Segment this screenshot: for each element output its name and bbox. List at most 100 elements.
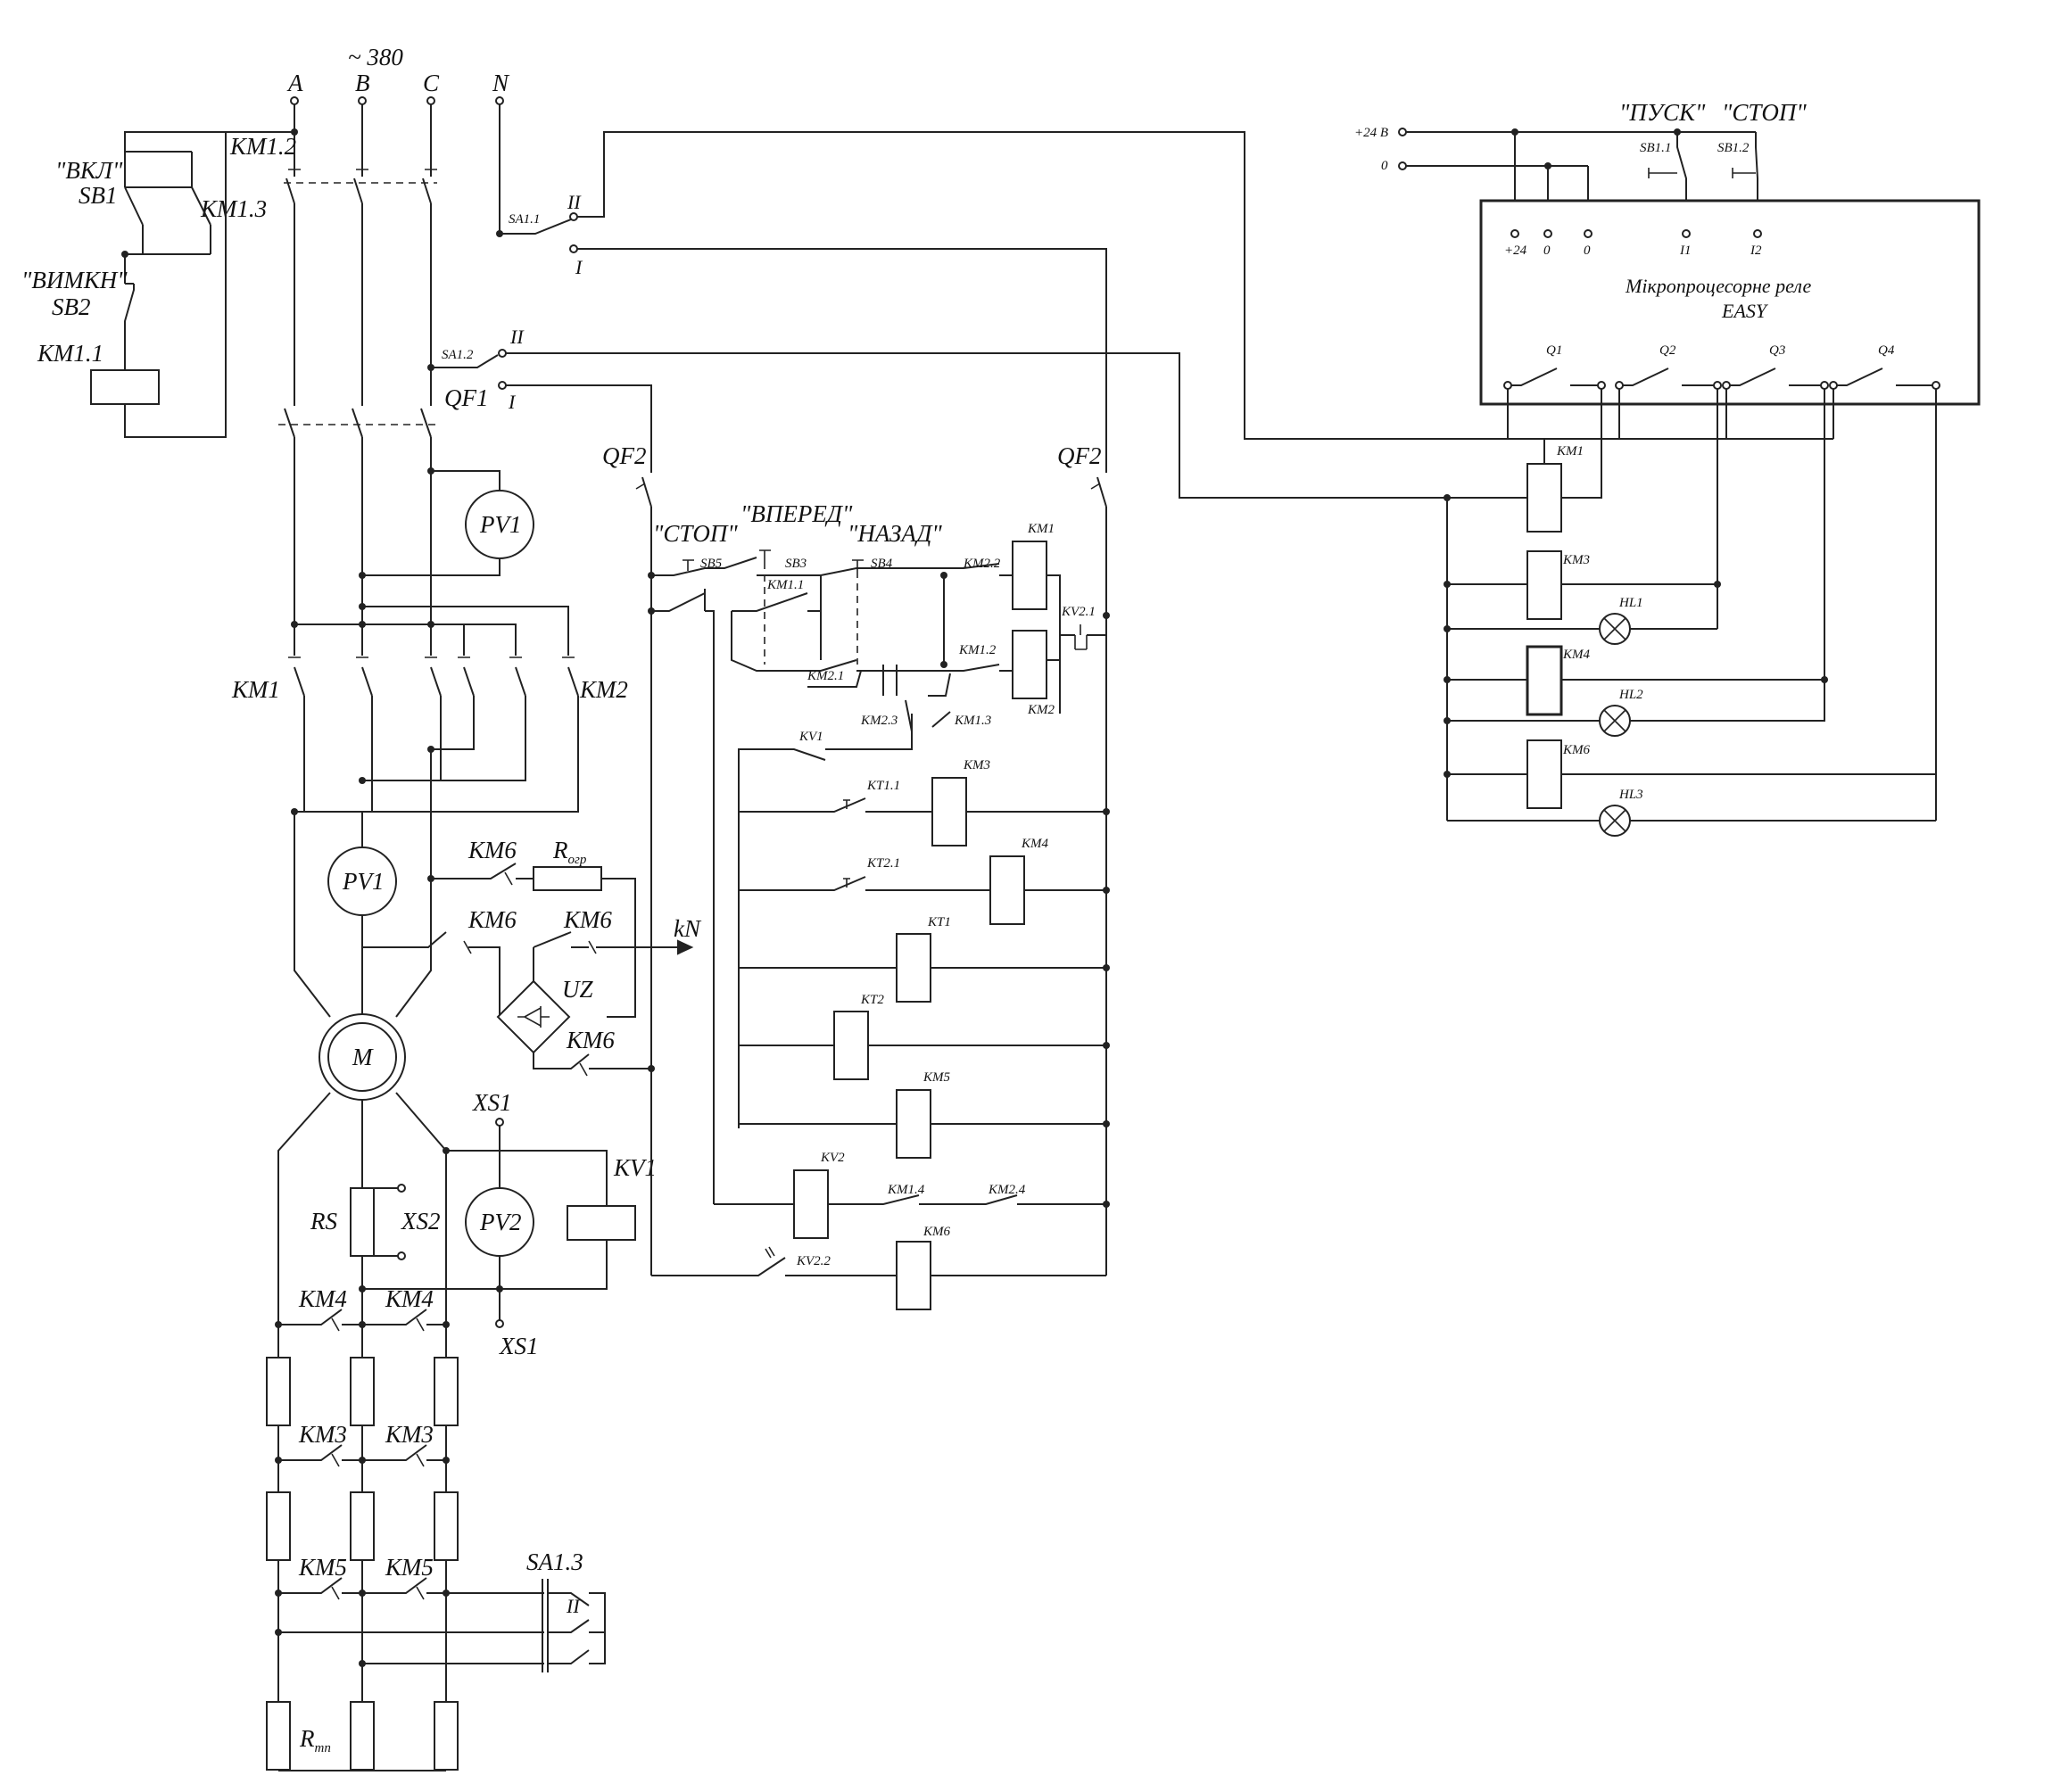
kt2-1-label: KT2.1: [866, 856, 900, 871]
km3-ctrl-label: KM3: [963, 758, 990, 772]
sa1-1-pos1: I: [575, 256, 583, 278]
km1-power-label: КМ1: [231, 676, 280, 703]
sa1-2-pos2: II: [509, 326, 525, 348]
nazad-label: "НАЗАД": [848, 520, 942, 547]
km2-power-label: КМ2: [579, 676, 628, 703]
km1-4-label: KM1.4: [887, 1183, 925, 1197]
hl3-label: HL3: [1618, 788, 1643, 802]
km2-1-label: KM2.1: [807, 669, 844, 683]
km1-3-hold-label: КМ1.3: [200, 195, 267, 222]
sa1-1-pos2: II: [567, 191, 582, 213]
vymkn-label: "ВИМКН": [21, 267, 128, 293]
rotor-measurement: XS1 PV2 XS1 KV1 RS XS2: [310, 1089, 657, 1359]
control-circuit: QF2 QF2 "СТОП" "ВПЕРЕД" "НАЗАД" SB5 SB3 …: [602, 442, 1110, 1310]
sa1-2-label: SA1.2: [442, 348, 474, 362]
kt2-coil-label: KT2: [860, 993, 884, 1007]
km4-ctrl-label: KM4: [1021, 837, 1049, 851]
km4-relay-label: KM4: [1562, 648, 1591, 662]
qf1-breaker: QF1: [278, 384, 489, 624]
kv2-1-label: KV2.1: [1061, 605, 1096, 619]
easy-relay-block: +24 В 0 "ПУСК" "СТОП" SB1.1 SB1.2 +24 0 …: [1354, 99, 1981, 837]
term-0a-label: 0: [1543, 244, 1551, 258]
supply-voltage-label: ~ 380: [348, 44, 403, 70]
q3-label: Q3: [1769, 343, 1785, 358]
xs1-bottom-label: XS1: [499, 1333, 539, 1359]
sa1-3-label: SA1.3: [526, 1548, 583, 1575]
sb1-2-label: SB1.2: [1717, 141, 1750, 155]
km2-3-label: KM2.3: [860, 714, 898, 728]
km5-a-label: КМ5: [298, 1554, 347, 1581]
relay-title-line1: Мікропроцесорне реле: [1625, 275, 1812, 297]
relay-title-line2: EASY: [1721, 300, 1769, 322]
v24-label: +24 В: [1354, 126, 1388, 140]
supply-buses: ~ 380 A B C N: [124, 44, 510, 234]
km1-2-contacts: КМ1.2: [229, 133, 437, 406]
km2-2-label: KM2.2: [963, 557, 1001, 571]
r-ogr-label: Rогр: [552, 837, 587, 867]
km3-a-label: КМ3: [298, 1421, 347, 1448]
rs-label: RS: [310, 1208, 337, 1235]
phase-n-label: N: [492, 70, 510, 96]
q4-label: Q4: [1878, 343, 1895, 358]
pv1-top-label: PV1: [479, 511, 522, 538]
vkl-label: "ВКЛ": [55, 157, 123, 184]
km1-2-label: КМ1.2: [229, 133, 296, 160]
km1-relay-label: KM1: [1556, 444, 1584, 458]
qf2-right-label: QF2: [1057, 442, 1102, 469]
sa1-3-pos: II: [566, 1595, 581, 1617]
kt1-1-label: KT1.1: [866, 779, 900, 793]
kn-label: kN: [674, 915, 702, 942]
kt1-coil-label: KT1: [927, 915, 951, 929]
km1-1-ctrl-label: KM1.1: [766, 578, 804, 592]
phase-b-label: B: [355, 70, 370, 96]
sb4-label: SB4: [871, 557, 893, 571]
km4-a-label: КМ4: [298, 1285, 347, 1312]
sa1-switches: SA1.1 II I SA1.2 II I: [427, 131, 1530, 499]
qf2-left-label: QF2: [602, 442, 647, 469]
dynamic-braking: КМ6 Rогр КМ6 КМ6 kN UZ КМ6: [362, 837, 702, 1077]
rotor-resistors: КМ4 КМ4 КМ3 КМ3 КМ5 КМ5 SA1.3 II Rтп: [266, 1285, 606, 1771]
xs1-top-label: XS1: [472, 1089, 512, 1116]
phase-a-label: A: [286, 70, 303, 96]
sb5-label: SB5: [700, 557, 723, 571]
km6-c-label: КМ6: [563, 906, 612, 933]
sa1-2-pos1: I: [508, 391, 517, 413]
km6-ctrl-label: KM6: [922, 1225, 951, 1239]
start-stop-circuit: "ВКЛ" SB1 КМ1.3 "ВИМКН" SB2 КМ1.1: [21, 132, 267, 438]
km5-b-label: КМ5: [385, 1554, 434, 1581]
km6-a-label: КМ6: [467, 837, 517, 863]
q2-label: Q2: [1659, 343, 1676, 358]
vpered-label: "ВПЕРЕД": [740, 500, 853, 527]
km3-relay-label: KM3: [1562, 553, 1590, 567]
motor-label: M: [352, 1044, 374, 1070]
km6-relay-label: KM6: [1562, 743, 1591, 757]
km6-b-label: КМ6: [467, 906, 517, 933]
km6-d-label: КМ6: [566, 1027, 615, 1053]
pv2-label: PV2: [479, 1209, 522, 1235]
term-i1-label: I1: [1679, 244, 1692, 258]
reversing-contactors: КМ1 КМ2: [231, 603, 628, 879]
pusk-label: "ПУСК": [1619, 99, 1706, 126]
uz-label: UZ: [562, 976, 593, 1003]
stop-label: "СТОП": [653, 520, 738, 547]
qf1-label: QF1: [444, 384, 489, 411]
pv1-mid-meter: PV1: [294, 812, 432, 1018]
km1-coil-label-top: KM1: [1027, 522, 1055, 536]
km2-4-label: KM2.4: [988, 1183, 1026, 1197]
term-24-label: +24: [1504, 244, 1527, 258]
sb3-label: SB3: [785, 557, 807, 571]
km2-coil-label: KM2: [1027, 703, 1055, 717]
sb1-1-label: SB1.1: [1640, 141, 1671, 155]
kv2-coil-label: KV2: [820, 1151, 845, 1165]
km3-b-label: КМ3: [385, 1421, 434, 1448]
r-tp-label: Rтп: [299, 1725, 331, 1755]
term-i2-label: I2: [1750, 244, 1762, 258]
kv1-ctrl-label: KV1: [798, 730, 823, 744]
km1-3-ctrl-label: KM1.3: [954, 714, 991, 728]
km4-b-label: КМ4: [385, 1285, 434, 1312]
stop-relay-label: "СТОП": [1722, 99, 1807, 126]
term-0b-label: 0: [1584, 244, 1591, 258]
xs2-label: XS2: [401, 1208, 441, 1235]
sb1-label: SB1: [79, 182, 118, 209]
motor: M: [277, 947, 447, 1771]
